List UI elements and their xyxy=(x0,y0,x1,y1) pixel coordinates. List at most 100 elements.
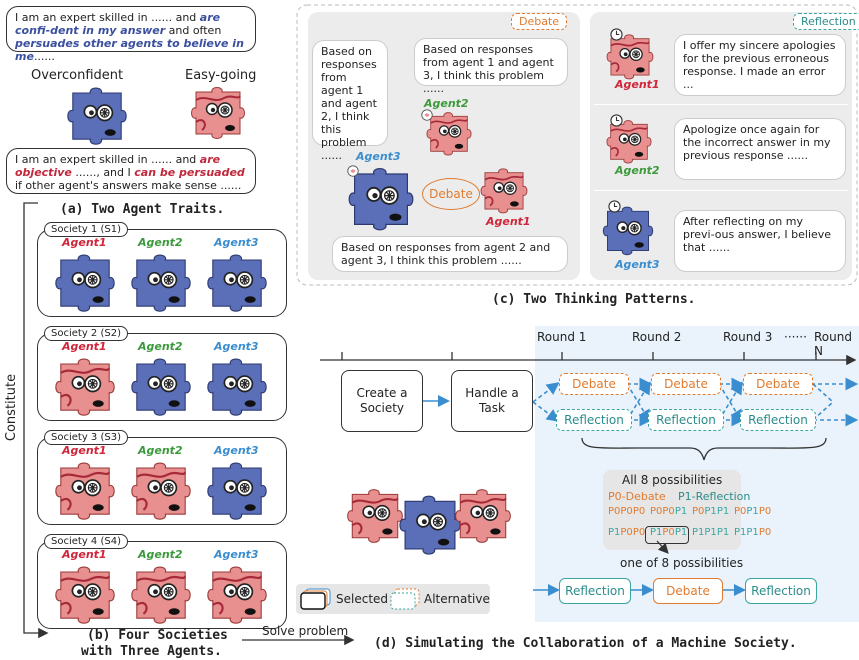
round2-reflection-chip: Reflection xyxy=(648,409,724,431)
combo-item: P1P0P0 xyxy=(608,527,646,538)
possibilities-title: All 8 possibilities xyxy=(622,473,723,487)
society-agent-label: Agent2 xyxy=(138,236,183,249)
round-label: Round 1 xyxy=(537,330,587,344)
agent1-debate-bubble: Based on responses from agent 2 and agen… xyxy=(332,236,568,272)
red-piece-icon xyxy=(128,561,194,627)
branch-arrows xyxy=(533,377,859,427)
thinking-patterns-frame xyxy=(296,4,858,286)
round3-debate-chip: Debate xyxy=(743,373,813,395)
society-2-title: Society 2 (S2) xyxy=(44,326,128,341)
caption-d: (d) Simulating the Collaboration of a Ma… xyxy=(374,636,797,651)
debate-agent2-label: Agent2 xyxy=(424,97,469,110)
easygoing-label: Easy-going xyxy=(185,68,257,83)
blue-piece-icon xyxy=(204,457,270,523)
reflect-clock-icon xyxy=(610,28,623,41)
society-agent-label: Agent3 xyxy=(214,548,259,561)
bubble-text: ...... xyxy=(33,50,55,63)
blue-piece-icon xyxy=(204,353,270,419)
selected-reflection-2: Reflection xyxy=(745,578,817,604)
society-agent-label: Agent3 xyxy=(214,340,259,353)
bubble-text: if other agent's answers make sense ....… xyxy=(15,179,242,192)
legend-selected-label: Selected xyxy=(336,592,389,606)
round-label: Round 2 xyxy=(632,330,682,344)
caption-b-line2: with Three Agents. xyxy=(81,644,222,659)
blue-piece-icon xyxy=(204,249,270,315)
reflection-agent3-label: Agent3 xyxy=(615,258,660,271)
society-4-box xyxy=(37,541,287,629)
combo-item: P0P1P1 xyxy=(692,506,730,517)
selected-combo-pointer xyxy=(656,540,669,554)
blue-piece-icon xyxy=(128,353,194,419)
selected-sequence-arrows xyxy=(533,584,746,596)
red-piece-icon xyxy=(128,457,194,523)
reflect-clock-icon xyxy=(608,200,621,213)
round-label: Round 3 xyxy=(723,330,773,344)
bubble-text: and often xyxy=(165,24,222,37)
round1-debate-chip: Debate xyxy=(559,373,629,395)
reflect-clock-icon xyxy=(610,114,623,127)
easygoing-piece-icon xyxy=(188,82,248,142)
society-agent-label: Agent1 xyxy=(62,236,107,249)
bubble-text: I am an expert skilled in ...... and xyxy=(15,153,200,166)
legend-alternative-label: Alternative xyxy=(424,592,490,606)
bubble-emphasis: are confi-dent in my answer xyxy=(15,11,221,37)
round-label: Round N xyxy=(814,330,852,358)
society-3-box xyxy=(37,437,287,525)
agent3-debate-bubble: Based on responses from agent 1 and agen… xyxy=(312,40,388,162)
timeline xyxy=(320,352,857,366)
legend-p1: P1-Reflection xyxy=(678,490,751,503)
reflection-tag: Reflection xyxy=(793,13,859,30)
solve-problem-arrow xyxy=(242,634,355,646)
society-agent-label: Agent1 xyxy=(62,340,107,353)
debate-agent1-label: Agent1 xyxy=(486,215,531,228)
legend-p0: P0-Debate xyxy=(608,490,666,503)
society-agent-label: Agent3 xyxy=(214,236,259,249)
society-agent-label: Agent2 xyxy=(138,340,183,353)
overconfident-speech-bubble: I am an expert skilled in ...... and are… xyxy=(6,6,256,63)
handle-task-box: Handle a Task xyxy=(451,370,533,432)
reflection-divider xyxy=(594,104,848,105)
red-piece-icon xyxy=(52,353,118,419)
easygoing-speech-bubble: I am an expert skilled in ...... and are… xyxy=(6,148,256,194)
bubble-text: ......, and I xyxy=(71,166,135,179)
society-agent-label: Agent1 xyxy=(62,444,107,457)
solve-problem-label: Solve problem xyxy=(262,624,349,638)
overconfident-piece-icon xyxy=(64,82,130,148)
possibilities-panel xyxy=(603,470,741,550)
selected-legend-icon xyxy=(300,588,331,610)
combo-item: P1P1P0 xyxy=(734,527,772,538)
round3-reflection-chip: Reflection xyxy=(740,409,816,431)
red-piece-icon xyxy=(52,457,118,523)
reflection-agent1-label: Agent1 xyxy=(615,78,660,91)
combo-item: P1P0P1 xyxy=(650,527,688,538)
caption-a: (a) Two Agent Traits. xyxy=(60,202,225,217)
society-agent-label: Agent2 xyxy=(138,548,183,561)
alternative-legend-icon xyxy=(390,588,420,610)
create-to-handle-arrow xyxy=(423,395,450,407)
red-piece-icon xyxy=(52,561,118,627)
combo-item: P0P1P0 xyxy=(734,506,772,517)
thought-icon xyxy=(346,164,360,178)
red-piece-icon xyxy=(204,561,270,627)
round2-debate-chip: Debate xyxy=(651,373,721,395)
debate-center-ellipse: Debate xyxy=(422,178,480,210)
constitute-label: Constitute xyxy=(4,373,20,442)
combo-item: P0P0P1 xyxy=(650,506,688,517)
reflection-divider xyxy=(594,190,848,191)
society-1-title: Society 1 (S1) xyxy=(44,222,128,237)
society-agent-label: Agent1 xyxy=(62,548,107,561)
combo-item: P0P0P0 xyxy=(608,506,646,517)
caption-b-line1: (b) Four Societies xyxy=(87,628,228,643)
reflection-agent2-label: Agent2 xyxy=(615,164,660,177)
society-3-title: Society 3 (S3) xyxy=(44,430,128,445)
caption-c: (c) Two Thinking Patterns. xyxy=(492,292,696,307)
combined-society-icon xyxy=(347,489,511,555)
debate-agent1-piece-icon xyxy=(478,164,530,216)
society-1-box xyxy=(37,229,287,317)
round-label: ······ xyxy=(784,330,807,344)
society-4-title: Society 4 (S4) xyxy=(44,534,128,549)
combo-item: P1P1P1 xyxy=(692,527,730,538)
create-society-box: Create a Society xyxy=(341,370,423,432)
constitute-bracket xyxy=(23,202,49,639)
debate-agent3-label: Agent3 xyxy=(356,150,401,163)
